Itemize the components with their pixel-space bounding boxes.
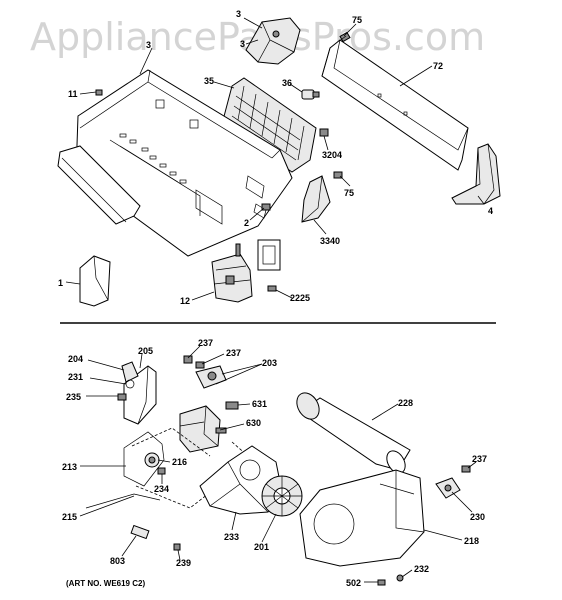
- label-233: 233: [224, 532, 239, 542]
- label-72: 72: [433, 61, 443, 71]
- label-232: 232: [414, 564, 429, 574]
- label-3-a: 3: [236, 9, 241, 19]
- label-205: 205: [138, 346, 153, 356]
- label-237-b: 237: [226, 348, 241, 358]
- label-75-b: 75: [344, 188, 354, 198]
- label-231: 231: [68, 372, 83, 382]
- part-3204-clip[interactable]: [319, 128, 329, 137]
- label-2: 2: [244, 218, 249, 228]
- part-237-screw-c[interactable]: [461, 465, 471, 473]
- label-237-a: 237: [198, 338, 213, 348]
- label-3340: 3340: [320, 236, 340, 246]
- part-204-switch[interactable]: [121, 361, 139, 383]
- label-235: 235: [66, 392, 81, 402]
- lower-leader-lines: [79, 345, 477, 583]
- art-number: (ART NO. WE619 C2): [66, 579, 145, 588]
- label-237-c: 237: [472, 454, 487, 464]
- label-12: 12: [180, 296, 190, 306]
- part-216-pulley[interactable]: [144, 452, 160, 468]
- part-3340-bracket[interactable]: [301, 175, 331, 223]
- part-218-rear-housing[interactable]: [299, 469, 425, 567]
- label-230: 230: [470, 512, 485, 522]
- label-502: 502: [346, 578, 361, 588]
- part-11-screw[interactable]: [95, 89, 103, 96]
- part-213-belt[interactable]: [123, 431, 165, 487]
- label-11: 11: [68, 89, 78, 99]
- label-630: 630: [246, 418, 261, 428]
- label-228: 228: [398, 398, 413, 408]
- part-75-screw-mid[interactable]: [333, 171, 343, 179]
- part-203-idler[interactable]: [195, 365, 227, 389]
- label-203: 203: [262, 358, 277, 368]
- label-803: 803: [110, 556, 125, 566]
- label-213: 213: [62, 462, 77, 472]
- part-72-backsplash-panel[interactable]: [321, 39, 469, 171]
- part-12-control-board[interactable]: [211, 243, 253, 303]
- part-2-clip[interactable]: [261, 203, 271, 211]
- part-237-screw-b[interactable]: [195, 361, 205, 369]
- label-216: 216: [172, 457, 187, 467]
- label-218: 218: [464, 536, 479, 546]
- label-3-b: 3: [240, 39, 245, 49]
- part-803-bracket[interactable]: [130, 524, 150, 540]
- label-204: 204: [68, 354, 83, 364]
- label-631: 631: [252, 399, 267, 409]
- upper-leader-lines: [65, 17, 485, 301]
- label-234: 234: [154, 484, 169, 494]
- part-201-blower-wheel[interactable]: [261, 475, 303, 517]
- label-36: 36: [282, 78, 292, 88]
- part-1-literature[interactable]: [79, 255, 111, 307]
- part-232-screw[interactable]: [396, 574, 404, 582]
- part-12-frame: [257, 239, 281, 271]
- label-215: 215: [62, 512, 77, 522]
- label-201: 201: [254, 542, 269, 552]
- part-228-duct[interactable]: [292, 389, 411, 477]
- part-235-screw[interactable]: [117, 393, 127, 401]
- part-237-screw-a[interactable]: [183, 355, 193, 364]
- label-239: 239: [176, 558, 191, 568]
- label-3-panel: 3: [146, 40, 151, 50]
- part-2225-screw[interactable]: [267, 285, 277, 292]
- part-630-motor[interactable]: [179, 405, 227, 453]
- part-215-harness[interactable]: [85, 493, 161, 509]
- part-239-screw[interactable]: [173, 543, 181, 551]
- label-3204: 3204: [322, 150, 342, 160]
- part-1-overlay-sheet[interactable]: [57, 145, 141, 225]
- label-75-a: 75: [352, 15, 362, 25]
- part-234-screw[interactable]: [157, 467, 166, 475]
- label-4: 4: [488, 206, 493, 216]
- part-230-thermostat[interactable]: [435, 477, 461, 499]
- part-36-knob[interactable]: [301, 89, 320, 100]
- part-3-top-bracket[interactable]: [245, 17, 301, 65]
- label-1: 1: [58, 278, 63, 288]
- label-2225: 2225: [290, 293, 310, 303]
- part-631-clip[interactable]: [225, 401, 239, 410]
- part-502-screw[interactable]: [377, 579, 386, 586]
- label-35: 35: [204, 76, 214, 86]
